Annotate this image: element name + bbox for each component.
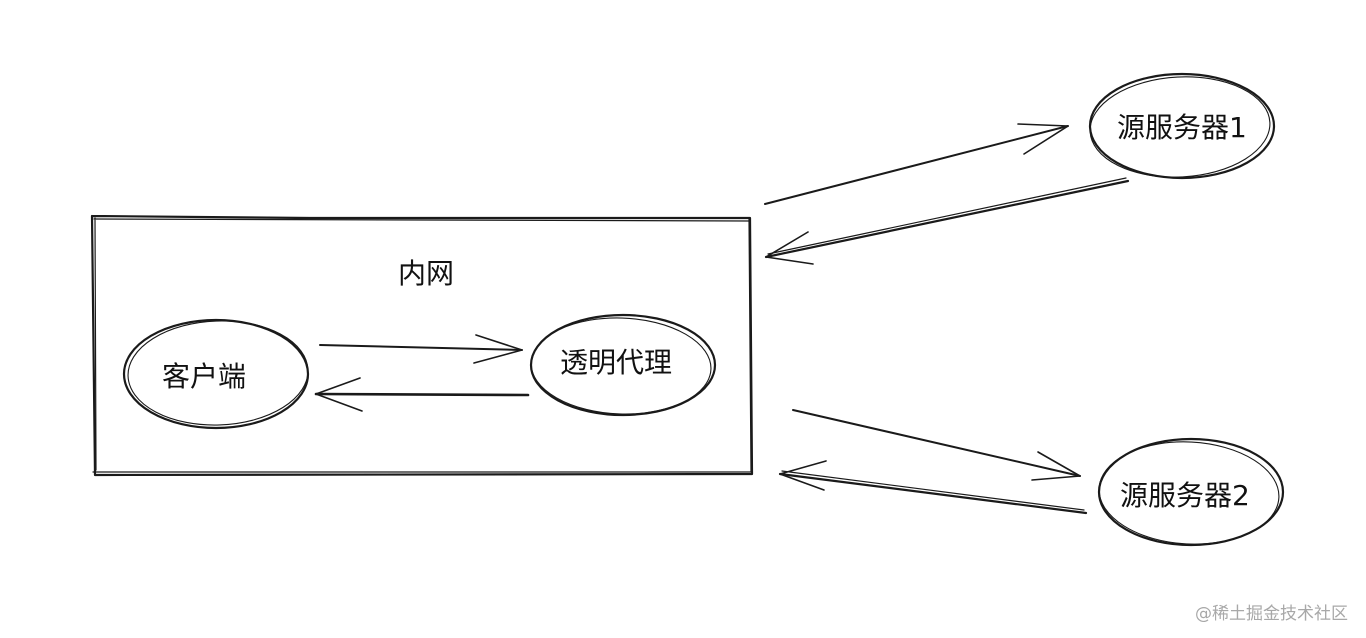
arrow-server1-to-proxy — [764, 177, 1130, 265]
client-label: 客户端 — [162, 360, 246, 393]
arrow-proxy-to-client — [314, 377, 530, 412]
watermark: @稀土掘金技术社区 — [1195, 604, 1348, 624]
intranet-label: 内网 — [398, 257, 454, 290]
server1-node: 源服务器1 — [1088, 72, 1276, 180]
arrow-proxy-to-server2 — [792, 409, 1081, 481]
arrow-client-to-proxy — [319, 334, 523, 364]
arrow-server2-to-proxy — [778, 460, 1088, 515]
proxy-node: 透明代理 — [529, 313, 717, 417]
server2-label: 源服务器2 — [1120, 479, 1250, 512]
intranet-box — [90, 214, 754, 477]
server2-node: 源服务器2 — [1097, 437, 1285, 547]
arrow-proxy-to-server1 — [764, 123, 1069, 205]
client-node: 客户端 — [122, 318, 310, 430]
proxy-label: 透明代理 — [560, 346, 672, 379]
server1-label: 源服务器1 — [1117, 111, 1247, 144]
